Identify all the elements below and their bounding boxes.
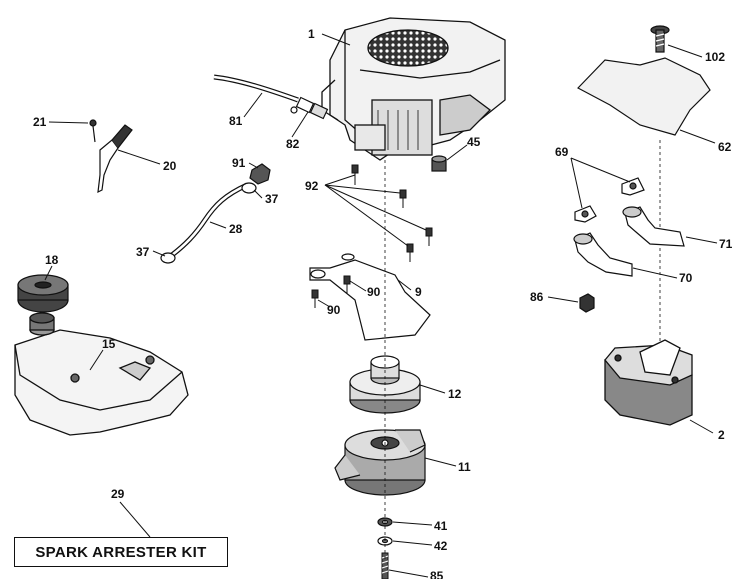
bolt-90 [311, 275, 351, 308]
callout-45: 45 [467, 135, 481, 149]
callout-20: 20 [163, 159, 177, 173]
callout-1: 1 [308, 27, 315, 41]
spark-arrester-kit-label: SPARK ARRESTER KIT [14, 537, 228, 567]
callout-18: 18 [45, 253, 59, 267]
bushing-45 [431, 155, 447, 172]
throttle-control [89, 119, 133, 194]
engine-bolts [351, 164, 433, 262]
callout-21: 21 [33, 115, 47, 129]
callout-86: 86 [530, 290, 544, 304]
callout-11: 11 [458, 460, 471, 474]
callout-12: 12 [448, 387, 462, 401]
fuel-line [170, 182, 249, 257]
callout-15: 15 [102, 337, 116, 351]
exhaust-pipe-70 [573, 232, 633, 277]
callout-37b: 37 [136, 245, 150, 259]
callout-29: 29 [111, 487, 125, 501]
engine-bracket [309, 253, 431, 341]
bolt-102 [650, 25, 670, 53]
callout-42: 42 [434, 539, 448, 553]
callout-70: 70 [679, 271, 693, 285]
callout-2: 2 [718, 428, 725, 442]
exhaust-pipe-71 [622, 206, 685, 247]
fuel-hose [213, 74, 299, 103]
callout-85: 85 [430, 569, 444, 579]
callout-62: 62 [718, 140, 732, 154]
fuel-fitting [290, 96, 329, 120]
exhaust-gasket [574, 177, 645, 223]
engine [321, 17, 506, 161]
callout-69: 69 [555, 145, 569, 159]
callout-92: 92 [305, 179, 319, 193]
gas-cap [17, 274, 69, 313]
callout-82: 82 [286, 137, 300, 151]
leader-lines [44, 33, 718, 578]
pto-clutch [334, 429, 426, 496]
callout-81: 81 [229, 114, 243, 128]
callout-90a: 90 [367, 285, 381, 299]
nut-91 [249, 163, 271, 185]
callout-28: 28 [229, 222, 243, 236]
callout-90b: 90 [327, 303, 341, 317]
callout-91: 91 [232, 156, 246, 170]
callout-labels: 1 102 81 82 21 20 45 62 69 91 92 37 28 3… [33, 27, 733, 583]
callout-71: 71 [719, 237, 733, 251]
nut-86 [579, 293, 595, 313]
heat-shield [577, 57, 711, 136]
callout-9: 9 [415, 285, 422, 299]
fuel-tank [14, 312, 189, 436]
callout-41: 41 [434, 519, 448, 533]
callout-102: 102 [705, 50, 725, 64]
callout-37a: 37 [265, 192, 279, 206]
muffler [604, 339, 693, 426]
